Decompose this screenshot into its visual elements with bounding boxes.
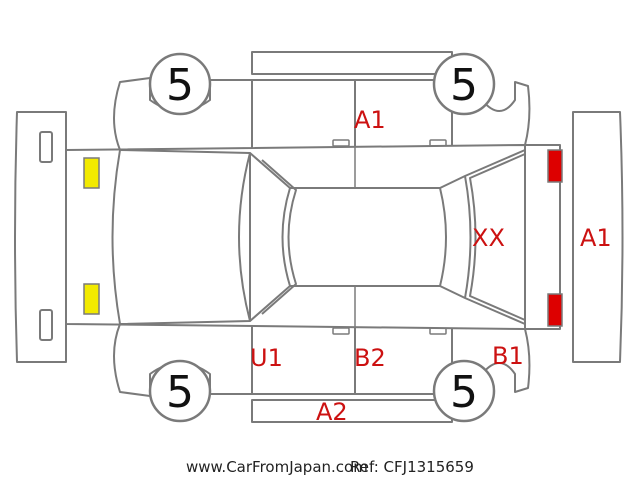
code-front-left-door: U1 — [250, 344, 283, 372]
tire-front-right: 5 — [432, 52, 496, 116]
tire-front-right-grade: 5 — [450, 60, 478, 111]
tire-front-left: 5 — [148, 52, 212, 116]
code-rear-left-fender: B1 — [492, 342, 524, 370]
tire-rear-right-grade: 5 — [450, 367, 478, 418]
front-bumper — [14, 111, 67, 363]
bottom-sill-panel — [251, 399, 453, 423]
tire-rear-left: 5 — [148, 359, 212, 423]
code-rear-window: XX — [472, 224, 505, 252]
footer-ref: Ref: CFJ1315659 — [350, 458, 474, 476]
code-roof-top-panel: A1 — [354, 106, 386, 134]
car-body-plan — [65, 80, 526, 394]
tire-rear-left-grade: 5 — [166, 367, 194, 418]
top-sill-panel — [251, 51, 453, 75]
code-rear-bumper: A1 — [580, 224, 612, 252]
rear-bumper — [572, 111, 624, 363]
rear-right-lamp — [547, 293, 563, 327]
tire-front-left-grade: 5 — [166, 60, 194, 111]
rear-trunk-edge — [525, 144, 561, 330]
footer-website: www.CarFromJapan.com — [186, 458, 368, 476]
code-rear-left-door: B2 — [354, 344, 386, 372]
front-right-lamp — [83, 283, 100, 315]
tire-rear-right: 5 — [432, 359, 496, 423]
front-left-lamp — [83, 157, 100, 189]
rear-left-lamp — [547, 149, 563, 183]
code-left-sill: A2 — [316, 398, 348, 426]
